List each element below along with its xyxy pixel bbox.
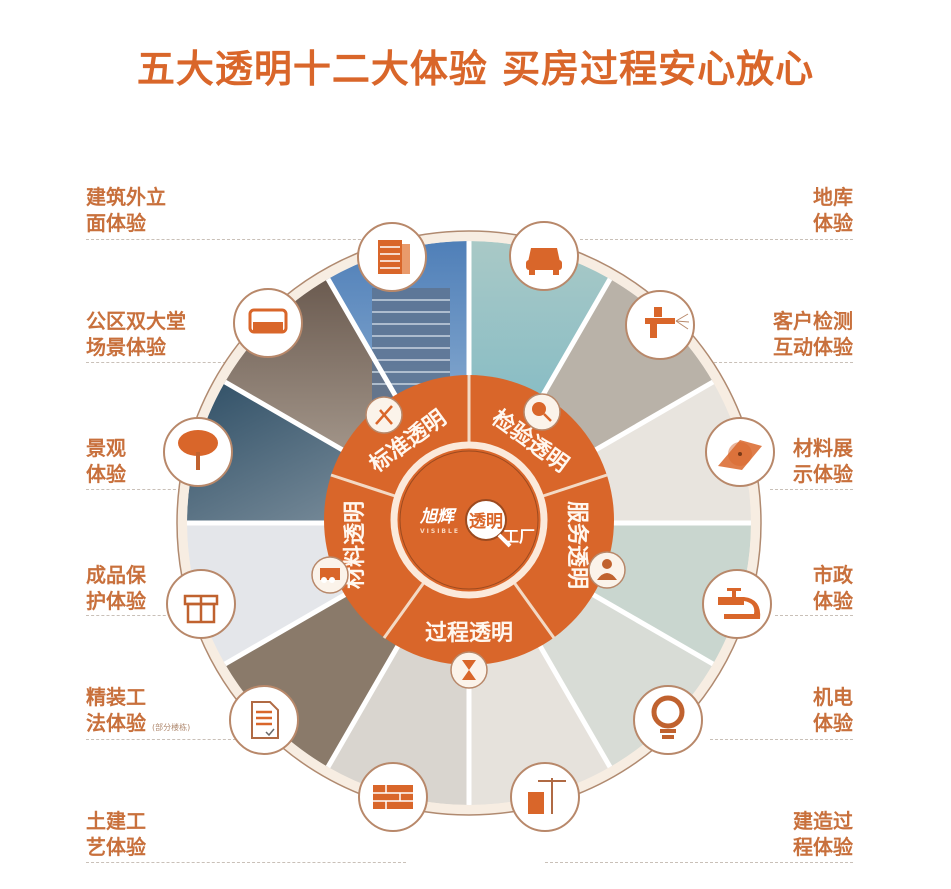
car-icon: [509, 221, 579, 291]
page-title: 五大透明十二大体验 买房过程安心放心: [136, 47, 815, 91]
tab-service-transparency: 服务透明: [564, 501, 589, 589]
label-line: 市政: [813, 563, 853, 587]
label-customer-inspection-experience: 客户检测 互动体验: [773, 308, 853, 360]
tree-icon: [163, 417, 233, 487]
label-line: 体验: [813, 589, 853, 613]
divider: [86, 739, 236, 740]
label-line: 护体验: [86, 589, 146, 613]
gift-icon: [166, 569, 236, 639]
logs-icon: [311, 556, 349, 594]
label-line: 法体验: [86, 711, 146, 735]
label-line: 建造过: [793, 809, 853, 833]
label-line: 土建工: [86, 809, 146, 833]
svg-text:旭辉: 旭辉: [419, 507, 457, 527]
label-lobby-experience: 公区双大堂 场景体验: [86, 308, 186, 360]
compass-icon: [365, 396, 403, 434]
label-line: 公区双大堂: [86, 309, 186, 333]
label-line: 精装工: [86, 685, 146, 709]
spray-gun-icon: [625, 290, 695, 360]
divider: [86, 615, 176, 616]
divider: [710, 739, 853, 740]
label-civil-craft-experience: 土建工 艺体验: [86, 808, 146, 860]
label-line: 地库: [813, 185, 853, 209]
partial-buildings-note: (部分楼栋): [152, 723, 191, 732]
tab-process-transparency: 过程透明: [425, 621, 513, 646]
faucet-icon: [702, 569, 772, 639]
label-line: 场景体验: [86, 335, 166, 359]
saw-blade-icon: [705, 417, 775, 487]
label-basement-experience: 地库 体验: [813, 184, 853, 236]
label-line: 体验: [813, 211, 853, 235]
label-mep-experience: 机电 体验: [813, 684, 853, 736]
label-municipal-experience: 市政 体验: [813, 562, 853, 614]
divider: [86, 489, 181, 490]
divider: [86, 239, 376, 240]
label-line: 体验: [86, 462, 126, 486]
label-line: 程体验: [793, 835, 853, 859]
label-line: 材料展: [793, 436, 853, 460]
label-line: 景观: [86, 436, 126, 460]
divider: [770, 489, 853, 490]
divider: [714, 362, 853, 363]
label-line: 客户检测: [773, 309, 853, 333]
label-facade-experience: 建筑外立 面体验: [86, 184, 166, 236]
label-line: 建筑外立: [86, 185, 166, 209]
person-icon: [588, 551, 626, 589]
building-icon: [357, 222, 427, 292]
label-material-display-experience: 材料展 示体验: [793, 435, 853, 487]
center-logo: 旭辉 VISIBLE 透明 工厂: [419, 499, 535, 548]
bricks-icon: [358, 762, 428, 832]
label-line: 面体验: [86, 211, 146, 235]
svg-text:VISIBLE: VISIBLE: [420, 528, 460, 535]
divider: [545, 862, 853, 863]
hourglass-icon: [450, 651, 488, 689]
label-line: 体验: [813, 711, 853, 735]
divider: [775, 615, 853, 616]
label-line: 互动体验: [773, 335, 853, 359]
divider: [580, 239, 853, 240]
magnifier-icon: [523, 393, 561, 431]
label-construction-process-experience: 建造过 程体验: [793, 808, 853, 860]
label-line: 示体验: [793, 462, 853, 486]
label-line: 成品保: [86, 563, 146, 587]
label-line: 机电: [813, 685, 853, 709]
label-finished-protection-experience: 成品保 护体验: [86, 562, 146, 614]
sofa-icon: [233, 288, 303, 358]
divider: [86, 862, 406, 863]
label-line: 艺体验: [86, 835, 146, 859]
svg-text:工厂: 工厂: [503, 527, 535, 546]
label-fitout-method-experience: 精装工 法体验 (部分楼栋): [86, 684, 190, 741]
svg-text:透明: 透明: [469, 511, 503, 532]
divider: [86, 362, 231, 363]
label-landscape-experience: 景观 体验: [86, 435, 126, 487]
document-check-icon: [229, 685, 299, 755]
crane-icon: [510, 762, 580, 832]
lightbulb-icon: [633, 685, 703, 755]
